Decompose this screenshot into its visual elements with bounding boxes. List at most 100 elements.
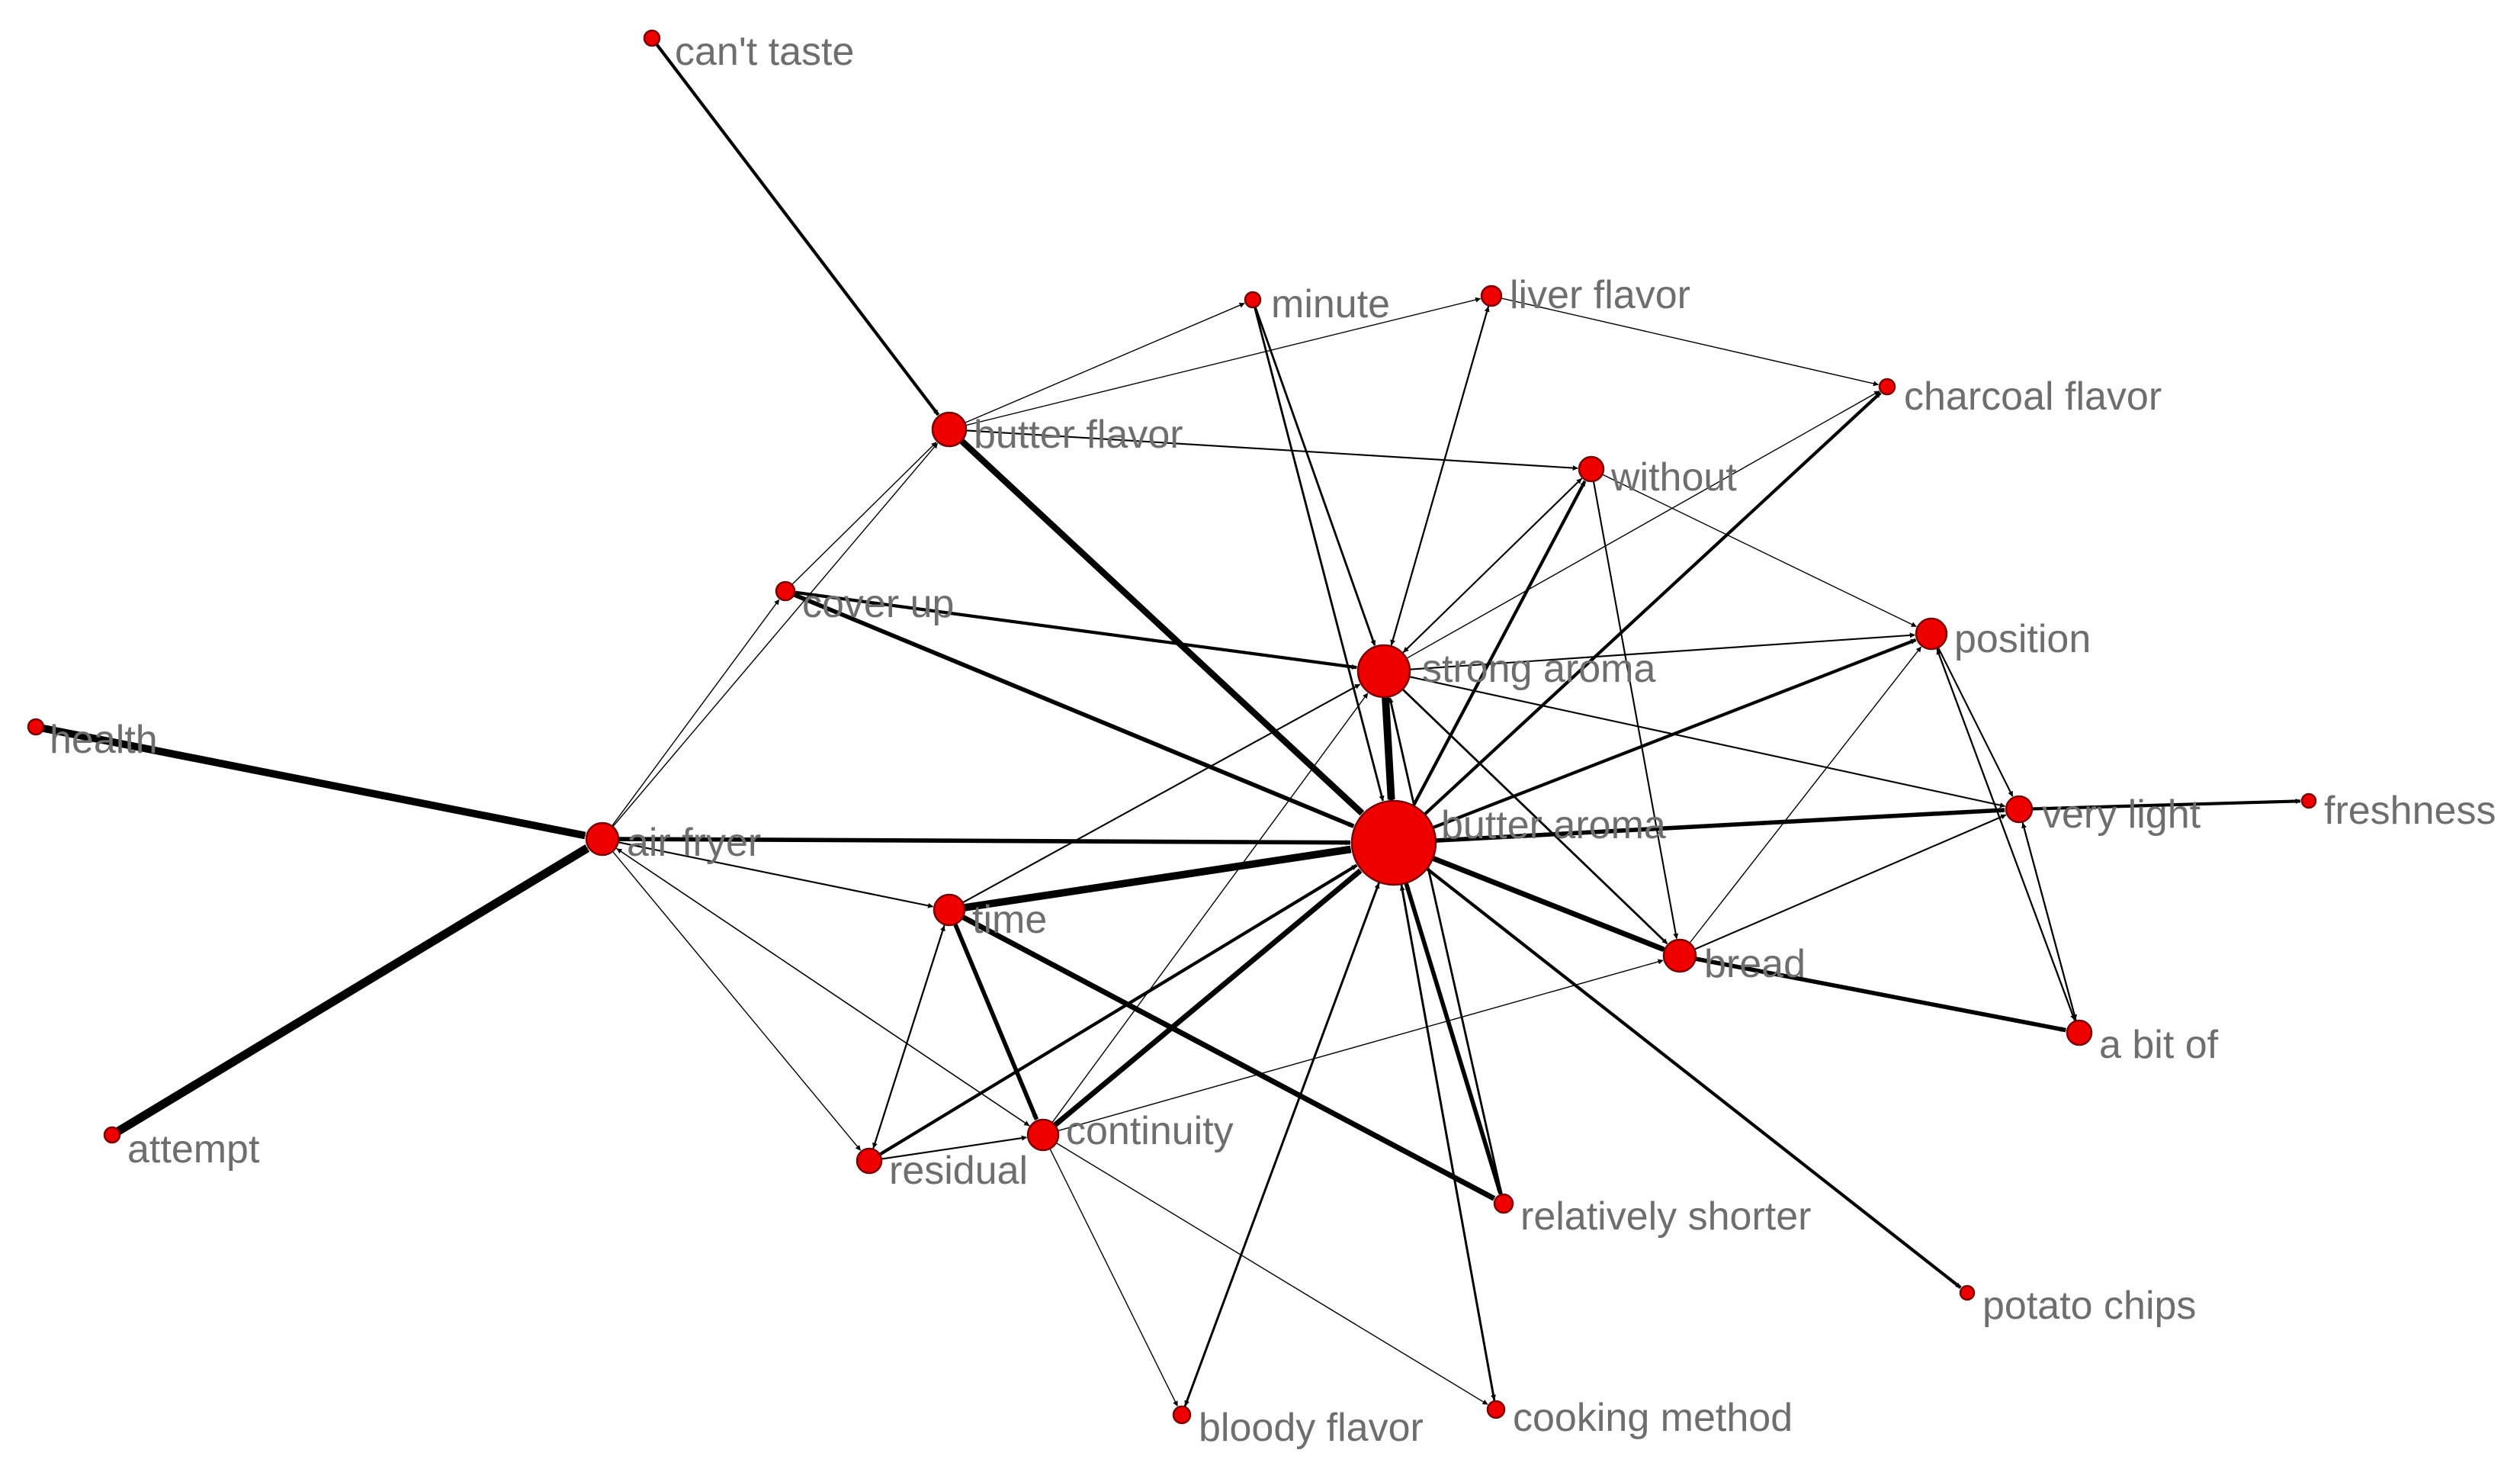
node-label-health: health: [50, 718, 158, 762]
edge-health-to-air-fryer: [42, 725, 586, 840]
edge-without-to-position: [1602, 474, 1917, 628]
edge-cover-up-to-butter-flavor: [791, 442, 937, 586]
node-liver-flavor: [1480, 284, 1503, 307]
edge-butter-flavor-to-butter-aroma: [959, 438, 1365, 816]
edge-relatively-shorter-to-strong-aroma: [1388, 697, 1503, 1195]
edge-without-to-bread: [1592, 481, 1679, 940]
edge-continuity-to-air-fryer: [616, 848, 1031, 1127]
edge-continuity-to-strong-aroma: [1051, 693, 1369, 1123]
node-position: [1915, 617, 1948, 651]
edge-strong-aroma-to-liver-flavor: [1390, 306, 1490, 647]
node-label-freshness: freshness: [2324, 789, 2496, 833]
node-label-relatively-shorter: relatively shorter: [1520, 1194, 1811, 1239]
node-label-bread: bread: [1704, 942, 1806, 986]
node-label-liver-flavor: liver flavor: [1510, 273, 1690, 317]
node-health: [27, 718, 45, 736]
node-label-without: without: [1610, 455, 1737, 500]
node-strong-aroma: [1356, 644, 1411, 699]
edge-continuity-to-bread: [1058, 959, 1664, 1132]
edge-butter-flavor-to-liver-flavor: [965, 297, 1482, 426]
edge-continuity-to-bloody-flavor: [1049, 1148, 1178, 1407]
node-butter-flavor: [931, 411, 968, 448]
node-very-light: [2005, 795, 2034, 824]
edge-butter-flavor-to-without: [965, 429, 1578, 471]
node-residual: [856, 1147, 883, 1175]
node-label-charcoal-flavor: charcoal flavor: [1904, 374, 2162, 419]
edge-without-to-strong-aroma: [1403, 477, 1583, 653]
node-cooking-method: [1486, 1400, 1506, 1419]
edge-bread-to-butter-aroma: [1433, 857, 1666, 952]
edge-attempt-to-air-fryer: [116, 844, 590, 1135]
node-label-attempt: attempt: [127, 1127, 260, 1172]
edge-air-fryer-to-cover-up: [611, 599, 780, 827]
node-label-air-fryer: air fryer: [627, 821, 761, 865]
edge-bread-to-position: [1689, 646, 1921, 943]
node-label-butter-flavor: butter flavor: [974, 413, 1183, 457]
node-label-residual: residual: [889, 1149, 1028, 1193]
edge-time-to-strong-aroma: [961, 683, 1361, 904]
edge-liver-flavor-to-charcoal-flavor: [1501, 297, 1879, 387]
node-label-very-light: very light: [2042, 792, 2201, 837]
edge-bloody-flavor-to-butter-aroma: [1183, 882, 1380, 1408]
node-cant-taste: [643, 29, 661, 47]
edge-butter-aroma-to-very-light: [1435, 807, 2005, 843]
node-label-butter-aroma: butter aroma: [1441, 803, 1666, 847]
edge-cooking-method-to-butter-aroma: [1399, 885, 1496, 1402]
edge-bread-to-a-bit-of: [1695, 956, 2066, 1033]
node-minute: [1244, 291, 1262, 309]
node-label-cover-up: cover up: [802, 582, 954, 626]
edge-strong-aroma-to-bread: [1401, 688, 1668, 945]
edge-bread-to-very-light: [1693, 814, 2007, 950]
edge-minute-to-butter-aroma: [1254, 307, 1385, 802]
node-a-bit-of: [2066, 1019, 2093, 1046]
edges-layer: [42, 43, 2301, 1408]
edge-minute-to-strong-aroma: [1254, 306, 1376, 646]
edge-air-fryer-to-residual: [612, 850, 862, 1151]
node-cover-up: [775, 580, 796, 602]
edge-residual-to-butter-aroma: [878, 863, 1358, 1156]
edge-air-fryer-to-butter-aroma: [618, 837, 1351, 846]
edge-continuity-to-cooking-method: [1055, 1142, 1488, 1405]
edge-time-to-continuity: [953, 923, 1039, 1120]
node-label-time: time: [972, 898, 1047, 942]
node-label-bloody-flavor: bloody flavor: [1199, 1406, 1424, 1450]
node-butter-aroma: [1350, 799, 1437, 886]
edge-butter-aroma-to-strong-aroma: [1382, 698, 1394, 802]
edge-butter-flavor-to-minute: [964, 302, 1245, 424]
edge-residual-to-continuity: [881, 1135, 1027, 1160]
edge-air-fryer-to-butter-flavor: [612, 442, 939, 828]
node-attempt: [103, 1126, 121, 1144]
edge-residual-to-time: [872, 925, 945, 1150]
edge-cover-up-to-butter-aroma: [793, 593, 1355, 828]
node-bread: [1662, 938, 1697, 973]
labels-layer: can't taste minute liver flavor charcoal fl…: [50, 30, 2496, 1450]
node-label-minute: minute: [1271, 282, 1390, 326]
node-label-potato-chips: potato chips: [1982, 1284, 2196, 1328]
edge-continuity-to-butter-aroma: [1053, 868, 1363, 1127]
edge-butter-aroma-to-without: [1411, 480, 1587, 807]
node-continuity: [1026, 1118, 1060, 1152]
edge-butter-aroma-to-potato-chips: [1426, 867, 1962, 1289]
node-label-cooking-method: cooking method: [1513, 1396, 1793, 1440]
node-label-strong-aroma: strong aroma: [1422, 647, 1655, 691]
edge-relatively-shorter-to-butter-aroma: [1404, 883, 1503, 1196]
edge-time-to-relatively-shorter: [961, 915, 1496, 1201]
node-label-continuity: continuity: [1066, 1109, 1234, 1153]
edge-a-bit-of-to-very-light: [2021, 822, 2077, 1021]
node-bloody-flavor: [1172, 1405, 1192, 1425]
node-label-cant-taste: can't taste: [675, 30, 854, 74]
edge-very-light-to-freshness: [2031, 798, 2301, 811]
edge-strong-aroma-to-very-light: [1408, 676, 2006, 808]
edge-butter-aroma-to-charcoal-flavor: [1423, 391, 1882, 816]
edge-a-bit-of-to-position: [1936, 648, 2076, 1022]
node-relatively-shorter: [1493, 1193, 1514, 1214]
node-freshness: [2300, 792, 2317, 809]
edge-time-to-butter-aroma: [964, 845, 1352, 911]
edge-air-fryer-to-time: [618, 841, 934, 908]
node-without: [1578, 455, 1605, 483]
node-potato-chips: [1959, 1284, 1976, 1301]
nodes-layer: [27, 29, 2317, 1425]
node-label-position: position: [1954, 617, 2091, 661]
node-air-fryer: [585, 821, 620, 857]
